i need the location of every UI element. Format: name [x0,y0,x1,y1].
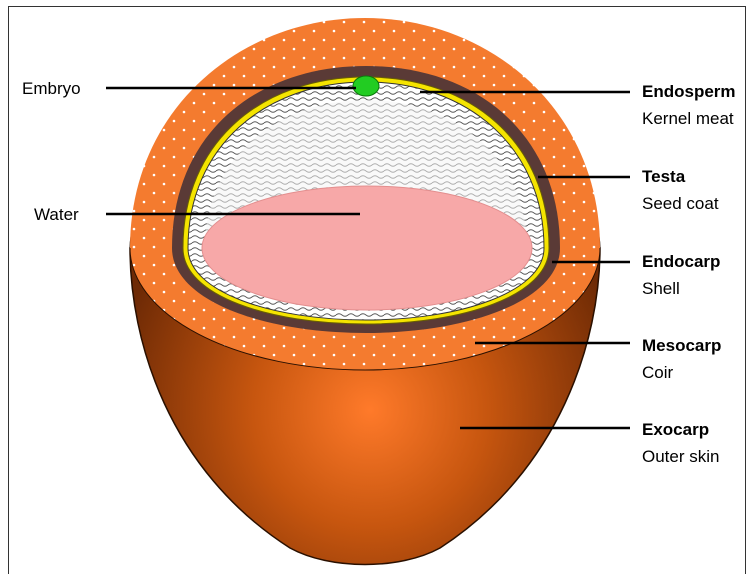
label-water: Water [34,206,79,223]
label-mesocarp-desc: Coir [642,364,673,381]
label-endosperm-desc: Kernel meat [642,110,734,127]
label-embryo: Embryo [22,80,81,97]
label-exocarp: Exocarp [642,421,709,438]
label-testa: Testa [642,168,685,185]
label-endosperm: Endosperm [642,83,736,100]
embryo [353,76,379,96]
label-endocarp: Endocarp [642,253,720,270]
label-endocarp-desc: Shell [642,280,680,297]
label-exocarp-desc: Outer skin [642,448,719,465]
label-mesocarp: Mesocarp [642,337,721,354]
water-surface [202,186,532,310]
label-testa-desc: Seed coat [642,195,719,212]
